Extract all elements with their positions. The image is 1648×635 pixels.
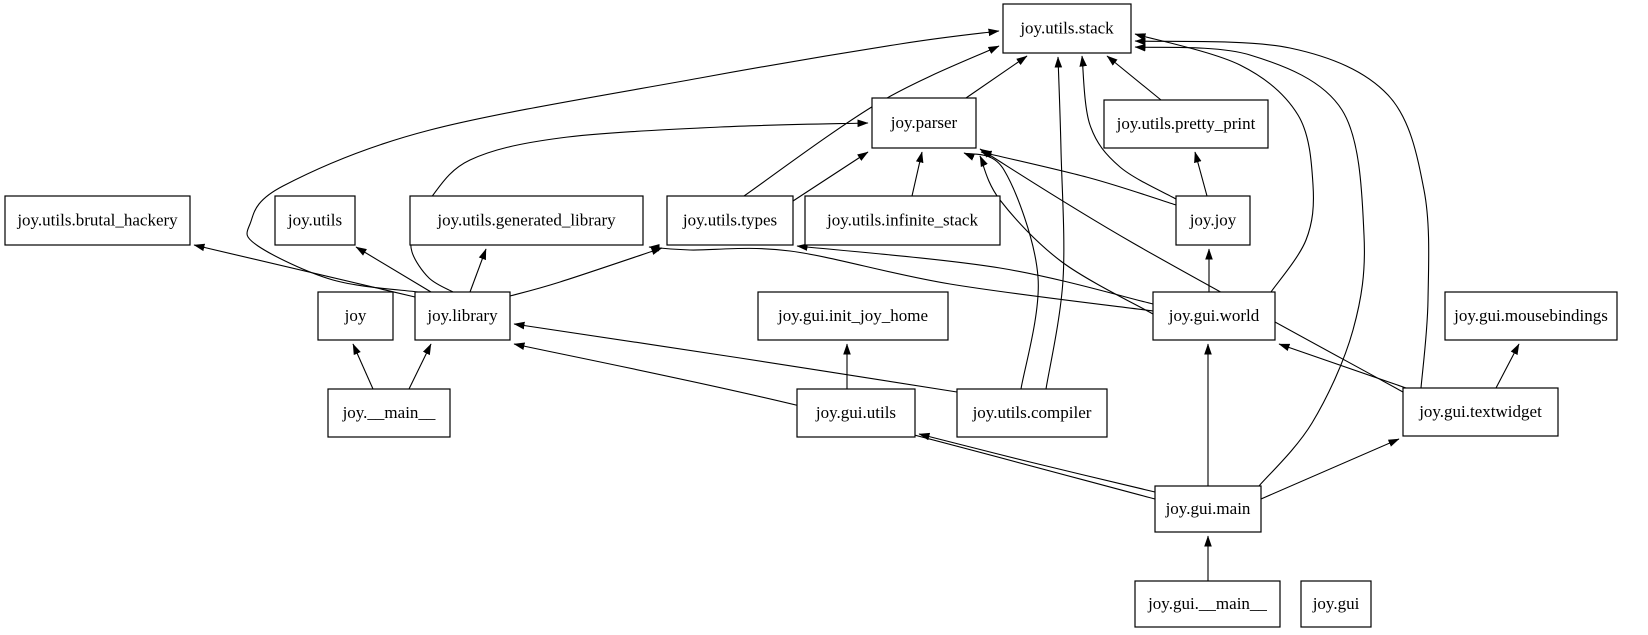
node-box-joy (317, 291, 394, 341)
node-box-joy-gui-main (1154, 485, 1262, 533)
edge-joy-utils-compiler-to-joy-library (513, 321, 958, 393)
node-joy-utils-types: joy.utils.types (666, 195, 794, 246)
node-joy-utils-brutal-hackery: joy.utils.brutal_hackery (4, 195, 191, 246)
node-box-joy-joy (1175, 195, 1251, 246)
node-box-joy-gui (1300, 580, 1372, 628)
node-label-joy-gui: joy.gui (1312, 594, 1360, 613)
node-box-joy-gui-world (1152, 291, 1276, 341)
node-box-joy-utils-pretty-print (1103, 99, 1269, 149)
edge-joy-utils-compiler-to-joy-parser (963, 152, 1039, 390)
node-box-joy-gui-init-joy-home (757, 291, 949, 341)
node-box-joy-utils-stack (1002, 3, 1132, 54)
nodes-layer: joy.utils.stack joy.parser joy.utils.prett… (4, 3, 1618, 628)
node-joy-gui-main: joy.gui.__main__ (1134, 580, 1281, 628)
edge-joy-gui-textwidget-to-joy-gui-mousebindings (1495, 343, 1520, 389)
node-box-joy-utils-compiler (956, 388, 1108, 438)
edge-joy-library-to-joy-utils-brutal-hackery (193, 243, 416, 298)
edge-joy-joy-to-joy-utils-stack (1079, 55, 1177, 200)
node-joy-utils-pretty-print: joy.utils.pretty_print (1103, 99, 1269, 149)
node-joy-gui-utils: joy.gui.utils (796, 388, 916, 438)
node-label-joy-gui-world: joy.gui.world (1168, 306, 1260, 325)
node-box-joy-parser (871, 97, 977, 149)
node-label-joy-gui-mousebindings: joy.gui.mousebindings (1453, 306, 1608, 325)
node-joy-utils-compiler: joy.utils.compiler (956, 388, 1108, 438)
edge-joy-utils-infinite-stack-to-joy-parser (911, 151, 924, 197)
node-box-joy-utils-infinite-stack (804, 195, 1001, 246)
edge-joy-library-to-joy-utils-stack (246, 28, 1000, 293)
node-joy-main: joy.__main__ (327, 388, 451, 438)
node-joy-gui-init-joy-home: joy.gui.init_joy_home (757, 291, 949, 341)
edge-joy-gui-world-to-joy-utils-stack (1134, 33, 1315, 293)
node-joy-parser: joy.parser (871, 97, 977, 149)
edge-joy-gui-world-to-joy-utils-generated-library (648, 243, 1154, 312)
edge-joy-gui-main-to-joy-gui-textwidget (1260, 438, 1400, 500)
node-label-joy-library: joy.library (426, 306, 498, 325)
node-box-joy-gui-mousebindings (1444, 291, 1618, 341)
node-label-joy-joy: joy.joy (1189, 210, 1237, 229)
node-joy-utils: joy.utils (274, 195, 356, 246)
edge-joy-gui-textwidget-to-joy-utils-stack (1134, 37, 1430, 389)
node-label-joy-utils-compiler: joy.utils.compiler (972, 403, 1092, 422)
edge-joy-joy-to-joy-utils-pretty-print (1194, 151, 1208, 197)
edge-joy-parser-to-joy-utils-stack (965, 55, 1028, 99)
node-box-joy-library (414, 291, 511, 341)
node-joy-joy: joy.joy (1175, 195, 1251, 246)
node-joy-gui-textwidget: joy.gui.textwidget (1402, 387, 1559, 437)
edge-joy-utils-compiler-to-joy-utils-stack (1045, 56, 1065, 390)
node-box-joy-gui-main (1134, 580, 1281, 628)
node-joy-utils-infinite-stack: joy.utils.infinite_stack (804, 195, 1001, 246)
node-box-joy-utils-types (666, 195, 794, 246)
edge-joy-library-to-joy-utils-generated-library (469, 248, 487, 293)
node-label-joy-gui-init-joy-home: joy.gui.init_joy_home (777, 306, 928, 325)
node-joy-utils-stack: joy.utils.stack (1002, 3, 1132, 54)
node-label-joy-gui-main: joy.gui.__main__ (1147, 594, 1267, 613)
node-label-joy-utils-brutal-hackery: joy.utils.brutal_hackery (16, 210, 178, 229)
node-joy-library: joy.library (414, 291, 511, 341)
node-joy-gui-main: joy.gui.main (1154, 485, 1262, 533)
node-joy-utils-generated-library: joy.utils.generated_library (409, 195, 644, 246)
node-label-joy-utils-generated-library: joy.utils.generated_library (436, 210, 616, 229)
node-joy-gui-mousebindings: joy.gui.mousebindings (1444, 291, 1618, 341)
edge-joy-gui-world-to-joy-parser (979, 155, 1154, 315)
edge-joy-gui-main-to-joy-gui-utils (918, 432, 1156, 493)
node-joy-gui-world: joy.gui.world (1152, 291, 1276, 341)
edge-joy-gui-world-to-joy-utils-types (796, 243, 1154, 305)
node-box-joy-gui-utils (796, 388, 916, 438)
edge-joy-gui-textwidget-to-joy-gui-world (1278, 343, 1407, 389)
edge-joy-joy-to-joy-parser (980, 150, 1177, 206)
edge-joy-library-to-joy-utils (355, 246, 432, 293)
node-label-joy-parser: joy.parser (890, 113, 958, 132)
node-joy: joy (317, 291, 394, 341)
edge-joy-main-to-joy-library (408, 343, 432, 390)
edge-joy-gui-textwidget-to-joy-parser (979, 148, 1404, 393)
node-box-joy-gui-textwidget (1402, 387, 1559, 437)
node-label-joy-gui-main: joy.gui.main (1165, 499, 1251, 518)
node-box-joy-utils (274, 195, 356, 246)
node-box-joy-main (327, 388, 451, 438)
edge-joy-main-to-joy (352, 343, 374, 390)
node-box-joy-utils-generated-library (409, 195, 644, 246)
node-label-joy-utils-types: joy.utils.types (682, 210, 777, 229)
edge-joy-library-to-joy-parser (410, 119, 869, 293)
node-label-joy-main: joy.__main__ (342, 403, 436, 422)
node-label-joy-utils-stack: joy.utils.stack (1019, 18, 1114, 37)
node-box-joy-utils-brutal-hackery (4, 195, 191, 246)
node-joy-gui: joy.gui (1300, 580, 1372, 628)
node-label-joy: joy (344, 306, 367, 325)
edge-joy-utils-types-to-joy-parser (792, 151, 869, 202)
node-label-joy-utils-pretty-print: joy.utils.pretty_print (1116, 114, 1256, 133)
edge-joy-gui-main-to-joy-utils-stack (1134, 43, 1365, 487)
node-label-joy-gui-utils: joy.gui.utils (815, 403, 896, 422)
node-label-joy-gui-textwidget: joy.gui.textwidget (1418, 402, 1542, 421)
edge-joy-library-to-joy-utils-types (509, 247, 663, 297)
node-label-joy-utils-infinite-stack: joy.utils.infinite_stack (826, 210, 978, 229)
edge-joy-utils-pretty-print-to-joy-utils-stack (1106, 55, 1162, 101)
node-label-joy-utils: joy.utils (287, 210, 342, 229)
